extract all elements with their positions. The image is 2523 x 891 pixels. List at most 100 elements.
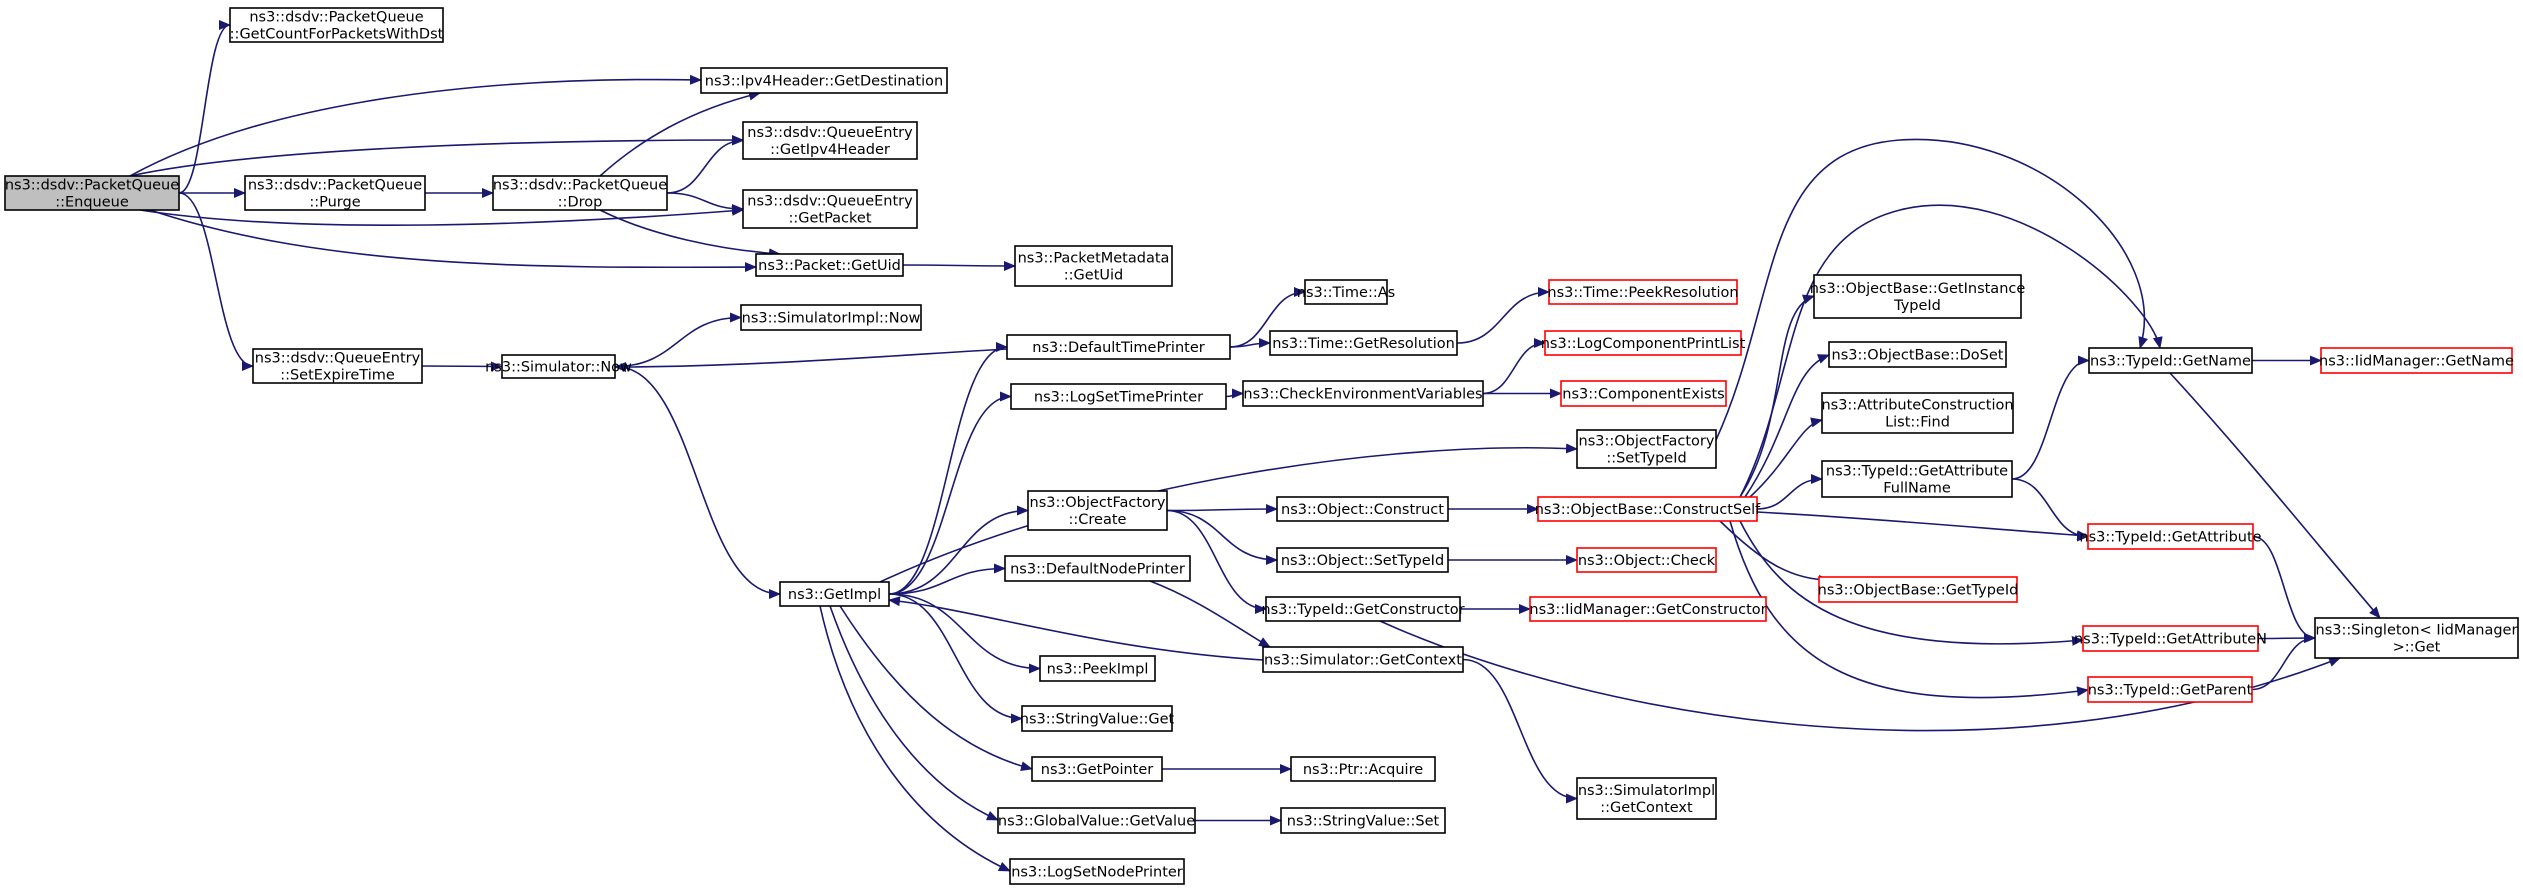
node-box[interactable] [1560,380,1727,407]
node-box[interactable] [1039,655,1156,682]
function-node-peekimpl[interactable]: ns3::PeekImpl [1039,655,1156,682]
node-box[interactable] [1529,596,1767,622]
function-node-iid-getname[interactable]: ns3::IidManager::GetName [2319,347,2514,374]
function-node-logcomplist[interactable]: ns3::LogComponentPrintList [1541,330,1746,356]
node-box[interactable] [1818,576,2018,603]
node-box[interactable] [1280,807,1446,834]
function-node-time-getres[interactable]: ns3::Time::GetResolution [1269,330,1458,356]
function-node-qe-getipv4[interactable]: ns3::dsdv::QueueEntry::GetIpv4Header [742,121,918,160]
function-node-time-as[interactable]: ns3::Time::As [1297,279,1395,305]
function-node-logsetnode[interactable]: ns3::LogSetNodePrinter [1009,858,1185,885]
node-box[interactable] [755,253,904,277]
node-box[interactable] [1269,330,1458,356]
node-box[interactable] [1576,777,1717,820]
node-box[interactable] [1276,496,1449,522]
function-node-ob-doset[interactable]: ns3::ObjectBase::DoSet [1828,341,2007,368]
node-box[interactable] [1821,460,2013,498]
function-node-setexpire[interactable]: ns3::dsdv::QueueEntry::SetExpireTime [252,348,423,384]
function-node-ipv4dest[interactable]: ns3::Ipv4Header::GetDestination [700,67,948,94]
function-node-simimpl-getcontext[interactable]: ns3::SimulatorImpl::GetContext [1576,777,1717,820]
node-box[interactable] [1548,279,1738,305]
function-node-pmeta-getuid[interactable]: ns3::PacketMetadata::GetUid [1014,245,1173,287]
node-box[interactable] [1014,245,1173,287]
node-box[interactable] [1276,547,1449,573]
function-node-gv-getvalue[interactable]: ns3::GlobalValue::GetValue [997,807,1196,834]
function-node-drop[interactable]: ns3::dsdv::PacketQueue::Drop [492,175,668,211]
node-box[interactable] [1265,596,1461,622]
function-node-tid-getconstructor[interactable]: ns3::TypeId::GetConstructor [1261,596,1465,622]
node-box[interactable] [1031,756,1163,782]
node-box[interactable] [1004,555,1191,582]
function-node-tid-getattribute[interactable]: ns3::TypeId::GetAttribute [2079,523,2262,550]
function-node-tid-getattrn[interactable]: ns3::TypeId::GetAttributeN [2074,625,2267,652]
function-node-defaultnode[interactable]: ns3::DefaultNodePrinter [1004,555,1191,582]
node-box[interactable] [740,304,922,331]
node-box[interactable] [1242,380,1484,407]
node-box[interactable] [2320,347,2513,374]
function-node-sim-now[interactable]: ns3::Simulator::Now [485,354,632,379]
function-node-obj-construct[interactable]: ns3::Object::Construct [1276,496,1449,522]
function-node-ob-constructself[interactable]: ns3::ObjectBase::ConstructSelf [1535,496,1761,522]
function-node-ptr-acquire[interactable]: ns3::Ptr::Acquire [1290,756,1436,782]
node-box[interactable] [1021,705,1173,732]
node-box[interactable] [1828,341,2007,368]
node-box[interactable] [2088,347,2253,374]
node-box[interactable] [742,121,918,160]
node-box[interactable] [1821,392,2014,434]
node-box[interactable] [1537,496,1758,522]
node-box[interactable] [1010,383,1227,410]
function-node-compexists[interactable]: ns3::ComponentExists [1560,380,1727,407]
function-node-qe-getpacket[interactable]: ns3::dsdv::QueueEntry::GetPacket [742,189,918,229]
node-box[interactable] [1009,858,1185,885]
node-box[interactable] [1290,756,1436,782]
function-node-getimpl[interactable]: ns3::GetImpl [779,581,890,607]
node-box[interactable] [2314,617,2519,659]
node-box[interactable] [1304,279,1388,305]
function-node-stringvalue-get[interactable]: ns3::StringValue::Get [1020,705,1175,732]
function-node-iid-getconstructor[interactable]: ns3::IidManager::GetConstructor [1529,596,1767,622]
function-node-of-settypeid[interactable]: ns3::ObjectFactory::SetTypeId [1576,429,1717,469]
node-box[interactable] [2087,523,2254,550]
node-box[interactable] [1544,330,1742,356]
function-node-enqueue[interactable]: ns3::dsdv::PacketQueue::Enqueue [4,175,180,211]
node-box[interactable] [2087,676,2253,703]
node-box[interactable] [501,354,616,379]
function-node-obj-settypeid[interactable]: ns3::Object::SetTypeId [1276,547,1449,573]
node-box[interactable] [779,581,890,607]
function-node-tid-getname[interactable]: ns3::TypeId::GetName [2088,347,2253,374]
node-box[interactable] [229,7,444,43]
function-node-purge[interactable]: ns3::dsdv::PacketQueue::Purge [244,175,426,211]
function-node-time-peekres[interactable]: ns3::Time::PeekResolution [1547,279,1739,305]
function-node-ob-gettypeid[interactable]: ns3::ObjectBase::GetTypeId [1818,576,2019,603]
function-node-logsettime[interactable]: ns3::LogSetTimePrinter [1010,383,1227,410]
function-node-defaulttime[interactable]: ns3::DefaultTimePrinter [1006,334,1231,360]
function-node-simimpl-now[interactable]: ns3::SimulatorImpl::Now [740,304,922,331]
node-box[interactable] [492,175,668,211]
node-box[interactable] [1027,490,1168,531]
function-node-of-create[interactable]: ns3::ObjectFactory::Create [1027,490,1168,531]
node-box[interactable] [1262,646,1464,673]
node-box[interactable] [997,807,1196,834]
function-node-sim-getcontext[interactable]: ns3::Simulator::GetContext [1262,646,1464,673]
node-box[interactable] [244,175,426,211]
function-node-getpointer[interactable]: ns3::GetPointer [1031,756,1163,782]
node-box[interactable] [2082,625,2259,652]
function-node-singleton-get[interactable]: ns3::Singleton< IidManager>::Get [2314,617,2519,659]
function-node-stringvalue-set[interactable]: ns3::StringValue::Set [1280,807,1446,834]
node-box[interactable] [4,175,180,211]
function-node-getcount[interactable]: ns3::dsdv::PacketQueue::GetCountForPacke… [229,7,444,43]
node-box[interactable] [1576,429,1717,469]
node-box[interactable] [700,67,948,94]
function-node-tid-getparent[interactable]: ns3::TypeId::GetParent [2087,676,2253,703]
node-box[interactable] [742,189,918,229]
node-box[interactable] [1813,274,2022,319]
function-node-checkenv[interactable]: ns3::CheckEnvironmentVariables [1242,380,1484,407]
node-box[interactable] [1006,334,1231,360]
node-box[interactable] [252,348,423,384]
function-node-obj-check[interactable]: ns3::Object::Check [1576,547,1717,573]
function-node-packet-getuid[interactable]: ns3::Packet::GetUid [755,253,904,277]
node-box[interactable] [1576,547,1717,573]
